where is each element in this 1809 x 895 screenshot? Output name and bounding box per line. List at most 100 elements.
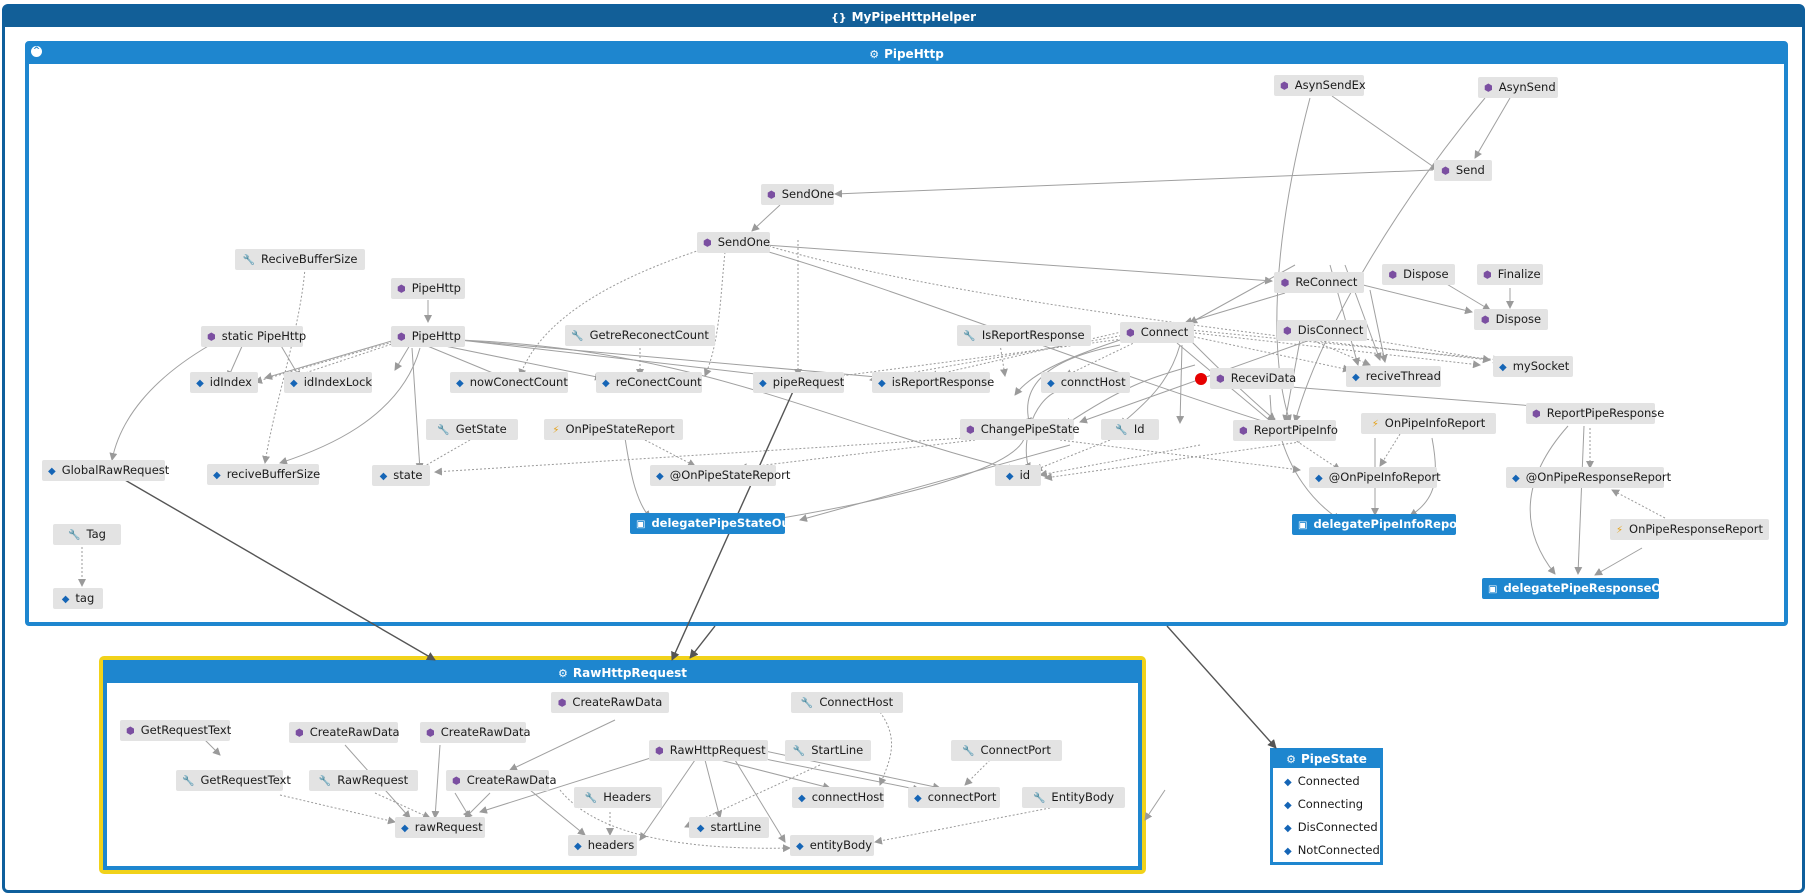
- method-cube-icon: ⬢: [966, 425, 975, 436]
- wrench-icon: 🔧: [242, 255, 255, 266]
- node-createrawdata-4[interactable]: ⬢CreateRawData: [446, 770, 557, 791]
- node-headers-prop[interactable]: 🔧Headers: [574, 787, 662, 808]
- node-idindexlock[interactable]: ◆idIndexLock: [284, 372, 372, 393]
- node-getrequesttext-2[interactable]: 🔧GetRequestText: [176, 770, 291, 791]
- field-icon: ◆: [914, 793, 922, 804]
- node-asynsend[interactable]: ⬢AsynSend: [1478, 77, 1558, 98]
- class-icon: ⚙: [558, 667, 568, 680]
- node-nowconectcount[interactable]: ◆nowConectCount: [450, 372, 568, 393]
- field-icon: ◆: [574, 841, 582, 852]
- node-connectport[interactable]: ◆connectPort: [908, 787, 1000, 808]
- node-startline[interactable]: ◆startLine: [689, 817, 769, 838]
- node-rawrequest-prop[interactable]: 🔧RawRequest: [309, 770, 418, 791]
- node-piperequest[interactable]: ◆pipeRequest: [753, 372, 844, 393]
- pipehttp-class-header[interactable]: ^ ⚙PipeHttp: [29, 44, 1784, 64]
- node-reportpipeinfo[interactable]: ⬢ReportPipeInfo: [1233, 420, 1338, 441]
- enum-value-connecting[interactable]: ◆Connecting: [1280, 794, 1380, 815]
- node-delegatepipestateout[interactable]: ▣delegatePipeStateOut: [630, 513, 795, 534]
- node-tag-prop[interactable]: 🔧Tag: [53, 524, 121, 545]
- node-pipehttp-ctor-2[interactable]: ⬢PipeHttp: [391, 326, 465, 347]
- node-reconectcount[interactable]: ◆reConectCount: [596, 372, 702, 393]
- node-rawrequest[interactable]: ◆rawRequest: [395, 817, 485, 838]
- node-mysocket[interactable]: ◆mySocket: [1493, 356, 1573, 377]
- node-id[interactable]: ◆id: [995, 465, 1041, 486]
- node-getstate[interactable]: 🔧GetState: [426, 419, 518, 440]
- rawhttp-class-title: RawHttpRequest: [572, 666, 687, 680]
- node-at-onpipestatereport[interactable]: ◆@OnPipeStateReport: [650, 465, 790, 486]
- node-send[interactable]: ⬢Send: [1434, 160, 1492, 181]
- node-changepipestate[interactable]: ⬢ChangePipeState: [960, 419, 1079, 440]
- node-at-onpipeinforeport[interactable]: ◆@OnPipeInfoReport: [1309, 467, 1441, 488]
- node-at-onpiperesponsereport[interactable]: ◆@OnPipeResponseReport: [1506, 467, 1671, 488]
- node-pipehttp-ctor-1[interactable]: ⬢PipeHttp: [391, 278, 465, 299]
- node-connectport-prop[interactable]: 🔧ConnectPort: [951, 740, 1062, 761]
- node-getrequesttext-1[interactable]: ⬢GetRequestText: [120, 720, 231, 741]
- node-onpipestatereport[interactable]: ⚡OnPipeStateReport: [544, 419, 683, 440]
- enum-value-connected[interactable]: ◆Connected: [1280, 771, 1380, 792]
- node-createrawdata-2[interactable]: ⬢CreateRawData: [289, 722, 400, 743]
- node-isreportresponse-prop[interactable]: 🔧IsReportResponse: [957, 325, 1091, 346]
- rawhttp-class-header[interactable]: ⚙ RawHttpRequest: [107, 663, 1138, 683]
- namespace-header[interactable]: {}MyPipeHttpHelper: [5, 7, 1802, 27]
- enum-value-notconnected[interactable]: ◆NotConnected: [1280, 840, 1380, 861]
- node-recivedata[interactable]: ⬢ReceviData: [1210, 368, 1296, 389]
- enum-value-disconnected[interactable]: ◆DisConnected: [1280, 817, 1380, 838]
- wrench-icon: 🔧: [1115, 425, 1128, 436]
- node-headers[interactable]: ◆headers: [568, 835, 637, 856]
- node-dispose-2[interactable]: ⬢Dispose: [1474, 309, 1548, 330]
- node-idindex[interactable]: ◆idIndex: [190, 372, 258, 393]
- node-state[interactable]: ◆state: [372, 465, 430, 486]
- node-reconnect[interactable]: ⬢ReConnect: [1274, 272, 1364, 293]
- node-tag[interactable]: ◆tag: [53, 588, 103, 609]
- node-entitybody[interactable]: ◆entityBody: [790, 835, 874, 856]
- method-cube-icon: ⬢: [397, 284, 406, 295]
- node-globalrawrequest[interactable]: ◆GlobalRawRequest: [42, 460, 169, 481]
- node-recivebuffersize-prop[interactable]: 🔧ReciveBufferSize: [235, 249, 365, 270]
- node-recivethread[interactable]: ◆reciveThread: [1346, 366, 1441, 387]
- delegate-icon: ▣: [1488, 584, 1498, 595]
- field-icon: ◆: [798, 793, 806, 804]
- node-delegatepipeinforeport[interactable]: ▣delegatePipeInfoReport: [1292, 514, 1468, 535]
- node-startline-prop[interactable]: 🔧StartLine: [785, 740, 871, 761]
- node-finalize[interactable]: ⬢Finalize: [1477, 264, 1543, 285]
- node-static-pipehttp[interactable]: ⬢static PipeHttp: [201, 326, 306, 347]
- node-id-prop[interactable]: 🔧Id: [1101, 419, 1159, 440]
- field-icon: ◆: [878, 378, 886, 389]
- field-icon: ◆: [1352, 372, 1360, 383]
- node-connecthost[interactable]: ◆connectHost: [792, 787, 884, 808]
- node-sendone-2[interactable]: ⬢SendOne: [697, 232, 770, 253]
- node-connect[interactable]: ⬢Connect: [1120, 322, 1194, 343]
- node-onpiperesponsereport[interactable]: ⚡OnPipeResponseReport: [1610, 519, 1769, 540]
- node-delegatepiperesponseout[interactable]: ▣delegatePipeResponseOut: [1482, 578, 1675, 599]
- field-icon: ◆: [759, 378, 767, 389]
- node-getreconectcount[interactable]: 🔧GetreReconectCount: [565, 325, 715, 346]
- node-sendone-1[interactable]: ⬢SendOne: [761, 184, 834, 205]
- lightning-icon: ⚡: [552, 425, 560, 436]
- collapse-icon[interactable]: ^: [31, 46, 42, 57]
- enum-icon: ⚙: [1286, 753, 1296, 766]
- method-cube-icon: ⬢: [1280, 81, 1289, 92]
- breakpoint-marker[interactable]: [1195, 373, 1207, 385]
- wrench-icon: 🔧: [68, 530, 81, 541]
- node-createrawdata-1[interactable]: ⬢CreateRawData: [551, 692, 669, 713]
- node-isreportresponse[interactable]: ◆isReportResponse: [872, 372, 994, 393]
- node-onpipeinforeport[interactable]: ⚡OnPipeInfoReport: [1361, 413, 1496, 434]
- node-disconnect[interactable]: ⬢DisConnect: [1277, 320, 1367, 341]
- node-rawhttprequest-ctor[interactable]: ⬢RawHttpRequest: [649, 740, 768, 761]
- method-cube-icon: ⬢: [703, 238, 712, 249]
- field-icon: ◆: [1315, 473, 1323, 484]
- node-reportpiperesponse[interactable]: ⬢ReportPipeResponse: [1526, 403, 1664, 424]
- node-entitybody-prop[interactable]: 🔧EntityBody: [1022, 787, 1125, 808]
- node-asynsendex[interactable]: ⬢AsynSendEx: [1274, 75, 1366, 96]
- enum-value-icon: ◆: [1284, 777, 1292, 788]
- field-icon: ◆: [456, 378, 464, 389]
- node-dispose-1[interactable]: ⬢Dispose: [1382, 264, 1455, 285]
- node-connecthost-field[interactable]: ◆connctHost: [1041, 372, 1130, 393]
- enum-value-icon: ◆: [1284, 800, 1292, 811]
- node-recivebuffersize[interactable]: ◆reciveBufferSize: [207, 464, 320, 485]
- pipestate-enum-header[interactable]: ⚙PipeState: [1273, 750, 1380, 768]
- field-icon: ◆: [602, 378, 610, 389]
- method-cube-icon: ⬢: [1441, 166, 1450, 177]
- node-connecthost-prop[interactable]: 🔧ConnectHost: [791, 692, 903, 713]
- node-createrawdata-3[interactable]: ⬢CreateRawData: [420, 722, 531, 743]
